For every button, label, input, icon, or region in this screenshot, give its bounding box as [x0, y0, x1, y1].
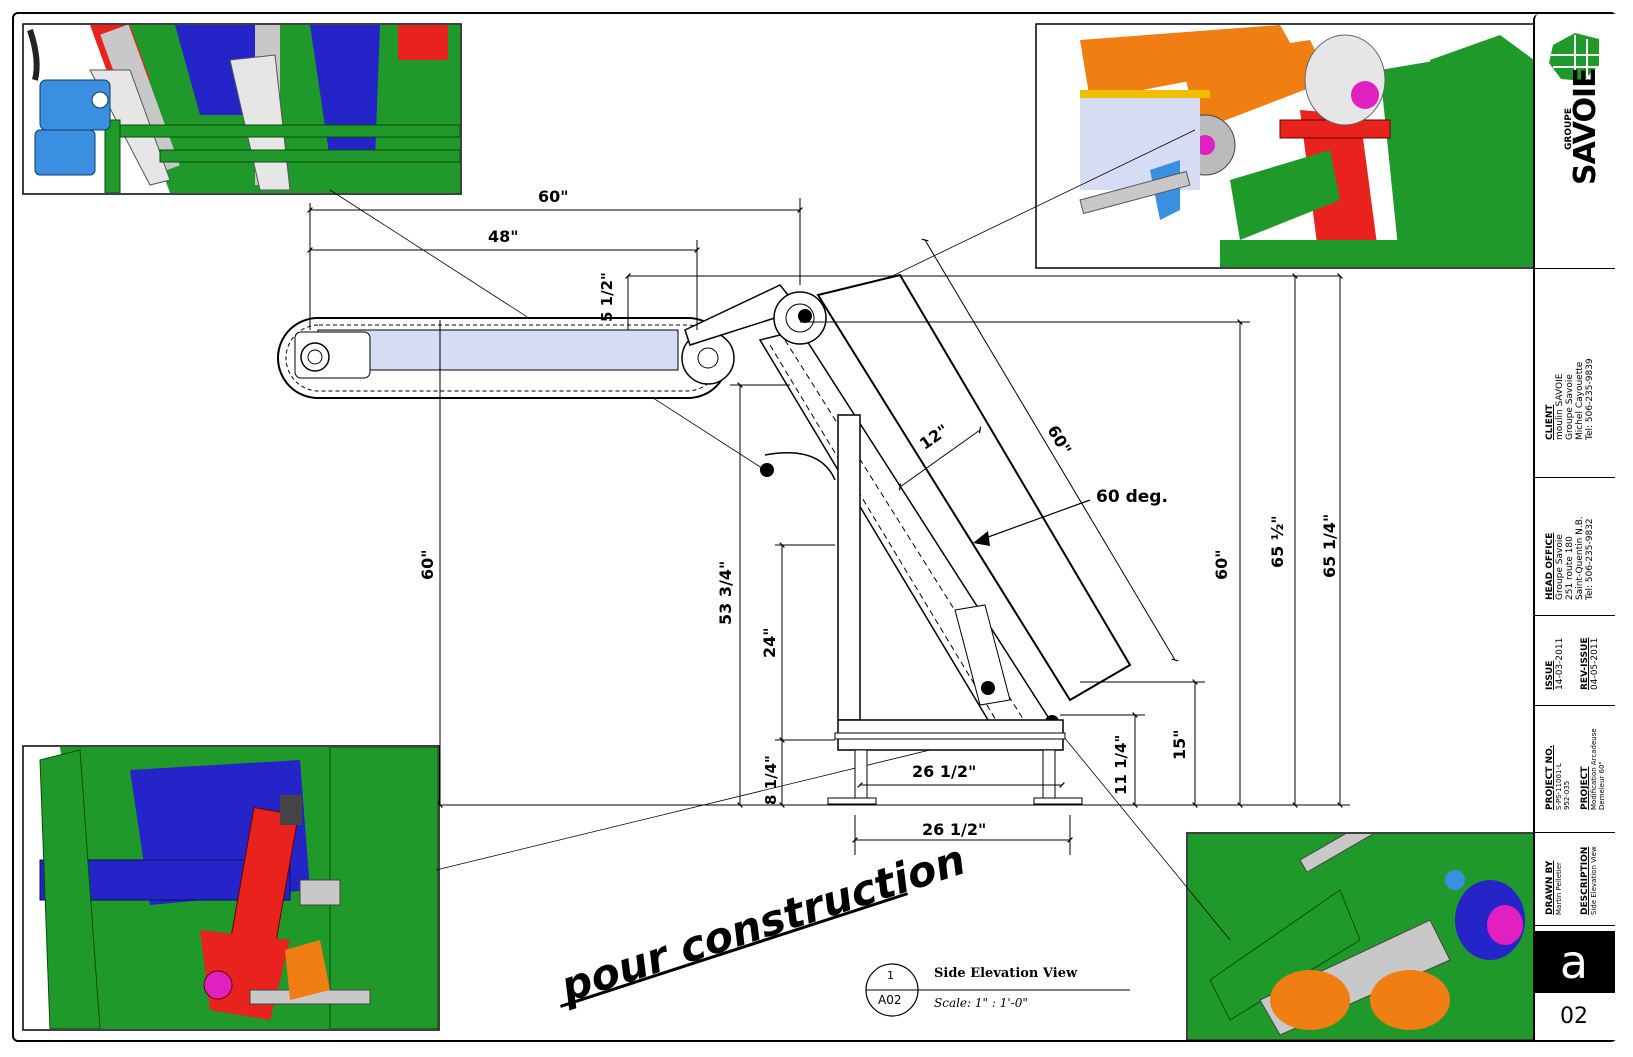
tb-divider-1: [1533, 268, 1615, 269]
head-office-line: Groupe Savoie: [1555, 534, 1565, 600]
project-no-label: PROJECT NO.: [1545, 745, 1555, 810]
client-line: Groupe Savoie: [1565, 374, 1575, 440]
support-frame: [827, 414, 1083, 805]
dim-right-60: 60": [1212, 549, 1231, 580]
project-no-block: PROJECT NO. S-PS-11001-L 952-035: [1545, 745, 1571, 810]
view-title-bubble: [865, 963, 1130, 1017]
dim-h-15: 15": [1170, 729, 1189, 760]
tb-divider-3: [1533, 615, 1615, 616]
view-number: 1: [887, 969, 894, 982]
view-scale: Scale: 1" : 1'-0": [934, 996, 1028, 1010]
dim-angle: 60 deg.: [1096, 487, 1168, 507]
sheet-letter: a: [1533, 931, 1615, 993]
project-label: PROJECT: [1580, 766, 1590, 810]
project-no-line: S-PS-11001-L: [1555, 763, 1563, 810]
rev-issue-value: 04-05-2011: [1590, 637, 1600, 690]
description-block: DESCRIPTION Side Elevation View: [1580, 846, 1598, 915]
dim-height-53: 53 3/4": [716, 560, 735, 625]
client-label: CLIENT: [1545, 404, 1555, 440]
description-label: DESCRIPTION: [1580, 846, 1590, 915]
issue-block: ISSUE 14-03-2011: [1545, 638, 1565, 690]
drawn-by-block: DRAWN BY Martin Pelletier: [1545, 861, 1563, 915]
project-line: Demeleur 60": [1598, 761, 1606, 810]
view-title: Side Elevation View: [934, 966, 1078, 981]
angle-indicator: [973, 499, 1091, 546]
dim-right-65-quarter: 65 1/4": [1320, 513, 1339, 578]
company-logo: [1549, 33, 1599, 81]
dim-height-24: 24": [760, 627, 779, 658]
head-office-block: HEAD OFFICE Groupe Savoie 251 route 180 …: [1545, 516, 1595, 600]
tb-divider-2: [1533, 477, 1615, 478]
company-name-small: GROUPE: [1564, 107, 1574, 150]
tb-divider-5: [1533, 832, 1615, 833]
rev-issue-label: REV-ISSUE: [1580, 637, 1590, 691]
head-office-label: HEAD OFFICE: [1545, 532, 1555, 600]
detail-view-bottom-right: [1186, 832, 1535, 1041]
project-line: Modification Arcadeuse: [1590, 728, 1598, 810]
rev-issue-block: REV-ISSUE 04-05-2011: [1580, 638, 1600, 691]
title-block: [1533, 14, 1617, 1040]
dim-top-60: 60": [538, 187, 569, 206]
detail-view-bottom-left: [22, 745, 440, 1031]
dim-rise: 5 1/2": [598, 272, 616, 322]
detail-view-top-left: [22, 23, 462, 195]
horizontal-conveyor: [277, 284, 802, 399]
client-block: CLIENT moulin SAVOIE Groupe Savoie Miche…: [1545, 358, 1595, 440]
detail-view-top-right: [1035, 23, 1535, 269]
client-line: moulin SAVOIE: [1555, 373, 1565, 440]
dim-top-48: 48": [488, 227, 519, 246]
drawn-by-label: DRAWN BY: [1545, 860, 1555, 915]
dim-height-8: 8 1/4": [762, 755, 780, 805]
dim-base-26-a: 26 1/2": [912, 762, 977, 781]
project-no-line: 952-035: [1563, 780, 1571, 810]
project-block: PROJECT Modification Arcadeuse Demeleur …: [1580, 728, 1606, 810]
head-office-line: Saint-Quentin N.B.: [1575, 516, 1585, 600]
issue-value: 14-03-2011: [1555, 637, 1565, 690]
dim-right-65-half: 65 ½": [1268, 515, 1287, 568]
dim-h-11: 11 1/4": [1112, 734, 1130, 795]
dim-base-26-b: 26 1/2": [922, 820, 987, 839]
dimension-lines: [307, 198, 1350, 855]
client-line: Michel Cayouette: [1575, 361, 1585, 440]
description-value: Side Elevation View: [1590, 846, 1598, 915]
head-office-line: 251 route 180: [1565, 536, 1575, 600]
dim-left-60: 60": [418, 549, 437, 580]
tb-divider-6: [1533, 925, 1615, 926]
client-line: Tel: 506-235-9839: [1585, 358, 1595, 440]
drawn-by-value: Martin Pelletier: [1555, 862, 1563, 915]
head-office-line: Tel: 506-235-9832: [1585, 518, 1595, 600]
tb-divider-4: [1533, 705, 1615, 706]
view-ref: A02: [878, 993, 902, 1007]
sheet-number: 02: [1560, 1004, 1588, 1029]
issue-label: ISSUE: [1545, 660, 1555, 690]
inclined-conveyor: [758, 273, 1132, 741]
